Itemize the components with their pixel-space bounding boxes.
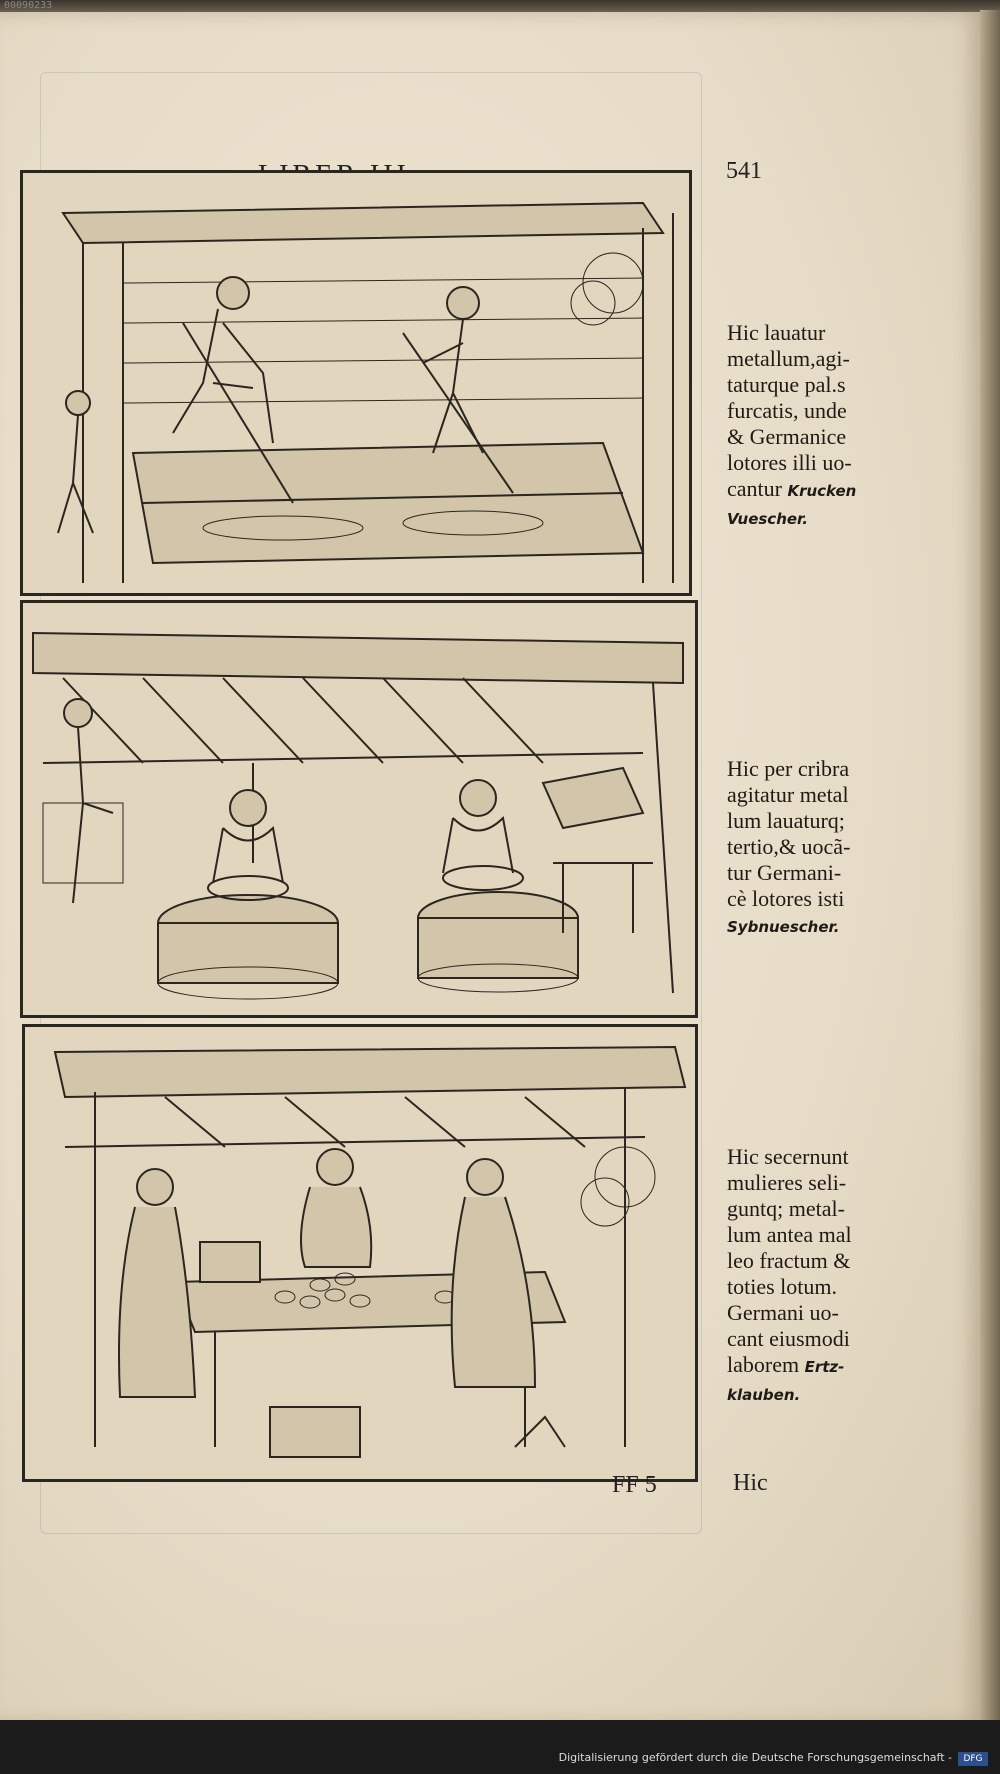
woodcut-sieving-tubs	[20, 600, 698, 1018]
footer-bar: Digitalisierung gefördert durch die Deut…	[0, 1720, 1000, 1774]
gloss-german-term: Ertz- klauben.	[727, 1358, 845, 1404]
gloss-german-term: Krucken Vuescher.	[727, 482, 857, 528]
signature-mark: FF 5	[612, 1472, 657, 1498]
woodcut-washing-troughs	[20, 170, 692, 596]
gloss-latin: Hic per cribra agitatur metal lum lauatu…	[727, 756, 851, 911]
folio-number: 541	[726, 158, 762, 184]
marginal-gloss-1: Hic lauatur metallum,agi- taturque pal.s…	[727, 294, 856, 532]
gloss-latin: Hic secernunt mulieres seli- guntq; meta…	[727, 1144, 852, 1377]
funding-credit: Digitalisierung gefördert durch die Deut…	[558, 1751, 952, 1764]
marginal-gloss-2: Hic per cribra agitatur metal lum lauatu…	[727, 730, 850, 940]
dfg-logo: DFG	[958, 1752, 988, 1766]
catchword: Hic	[733, 1470, 768, 1496]
marginal-gloss-3: Hic secernunt mulieres seli- guntq; meta…	[727, 1118, 852, 1408]
woodcut-women-sorting-ore	[22, 1024, 698, 1482]
gloss-german-term: Sybnuescher.	[727, 918, 840, 936]
corner-id: 00090233	[4, 0, 53, 11]
gloss-latin: Hic lauatur metallum,agi- taturque pal.s…	[727, 320, 852, 501]
page-edge	[980, 10, 1000, 1720]
